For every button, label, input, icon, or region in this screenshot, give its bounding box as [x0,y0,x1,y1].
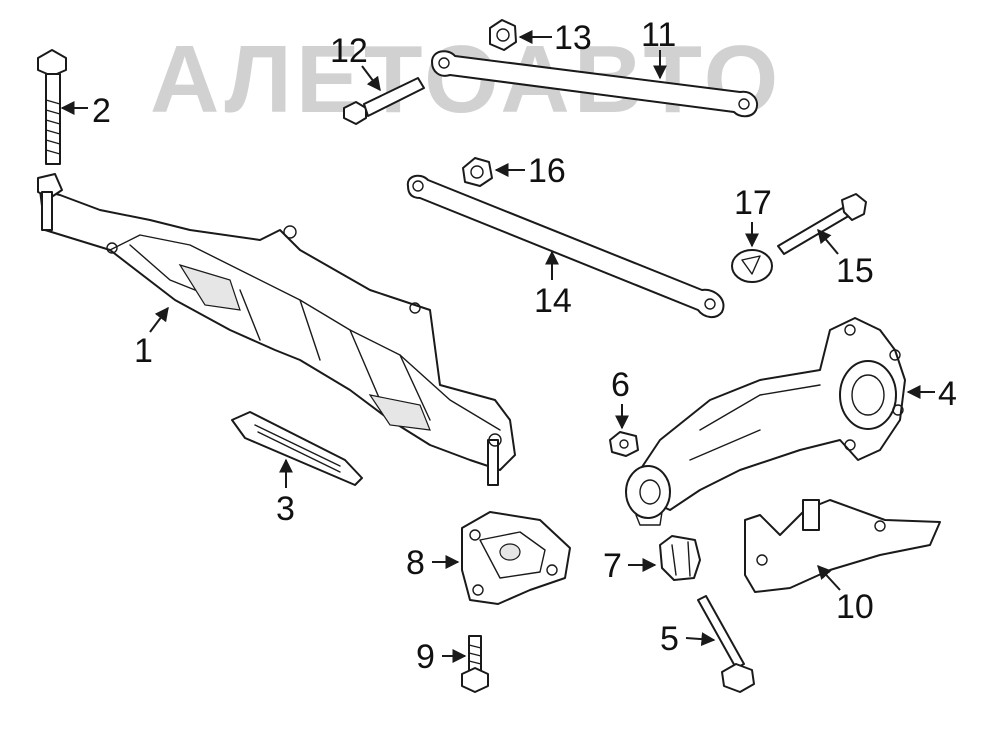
part-10-heat-shield [744,499,941,593]
callout-8: 8 [406,544,460,582]
callout-3: 3 [276,458,295,528]
svg-text:1: 1 [134,332,153,370]
callout-16: 16 [494,152,566,190]
svg-text:13: 13 [554,19,592,57]
part-13-nut [489,19,517,51]
svg-text:5: 5 [660,620,679,658]
callout-10: 10 [817,564,874,626]
svg-text:7: 7 [603,547,622,585]
callout-5: 5 [660,620,716,658]
callout-13: 13 [518,19,592,57]
svg-text:8: 8 [406,544,425,582]
part-16-nut [462,157,493,187]
svg-text:16: 16 [528,152,566,190]
svg-text:4: 4 [938,375,957,413]
part-11-control-arm [431,50,758,118]
part-12-bolt [343,77,425,125]
part-14-control-arm [406,174,725,318]
part-5-bolt [697,595,755,693]
svg-text:14: 14 [534,282,572,320]
watermark-logo: АЛЕТОАВТО [150,26,782,133]
callout-11: 11 [641,16,676,80]
svg-text:6: 6 [611,366,630,404]
svg-text:11: 11 [641,16,676,54]
callout-17: 17 [734,184,772,248]
svg-text:9: 9 [416,638,435,676]
part-3-plate [231,411,363,486]
part-1-subframe [37,173,516,486]
callout-15: 15 [817,228,874,290]
part-8-mount-bracket [461,511,571,605]
svg-text:17: 17 [734,184,772,222]
part-9-bolt [461,635,489,693]
part-15-bolt [777,193,867,255]
part-17-washer [731,249,773,283]
callout-6: 6 [611,366,630,430]
callout-7: 7 [603,547,657,585]
callout-2: 2 [60,92,111,130]
part-7-bushing [659,535,701,581]
callout-4: 4 [906,375,957,413]
part-6-bushing [609,431,639,457]
svg-text:15: 15 [836,252,874,290]
watermark-text: АЛЕТОАВТО [150,26,782,133]
svg-text:12: 12 [330,32,368,70]
callout-1: 1 [134,306,169,370]
callout-14: 14 [534,250,572,320]
part-2-bolt [37,49,67,165]
callout-12: 12 [330,32,381,92]
svg-text:3: 3 [276,490,295,528]
callout-9: 9 [416,638,467,676]
svg-text:2: 2 [92,92,111,130]
svg-text:10: 10 [836,588,874,626]
part-4-trailing-arm [625,317,906,526]
